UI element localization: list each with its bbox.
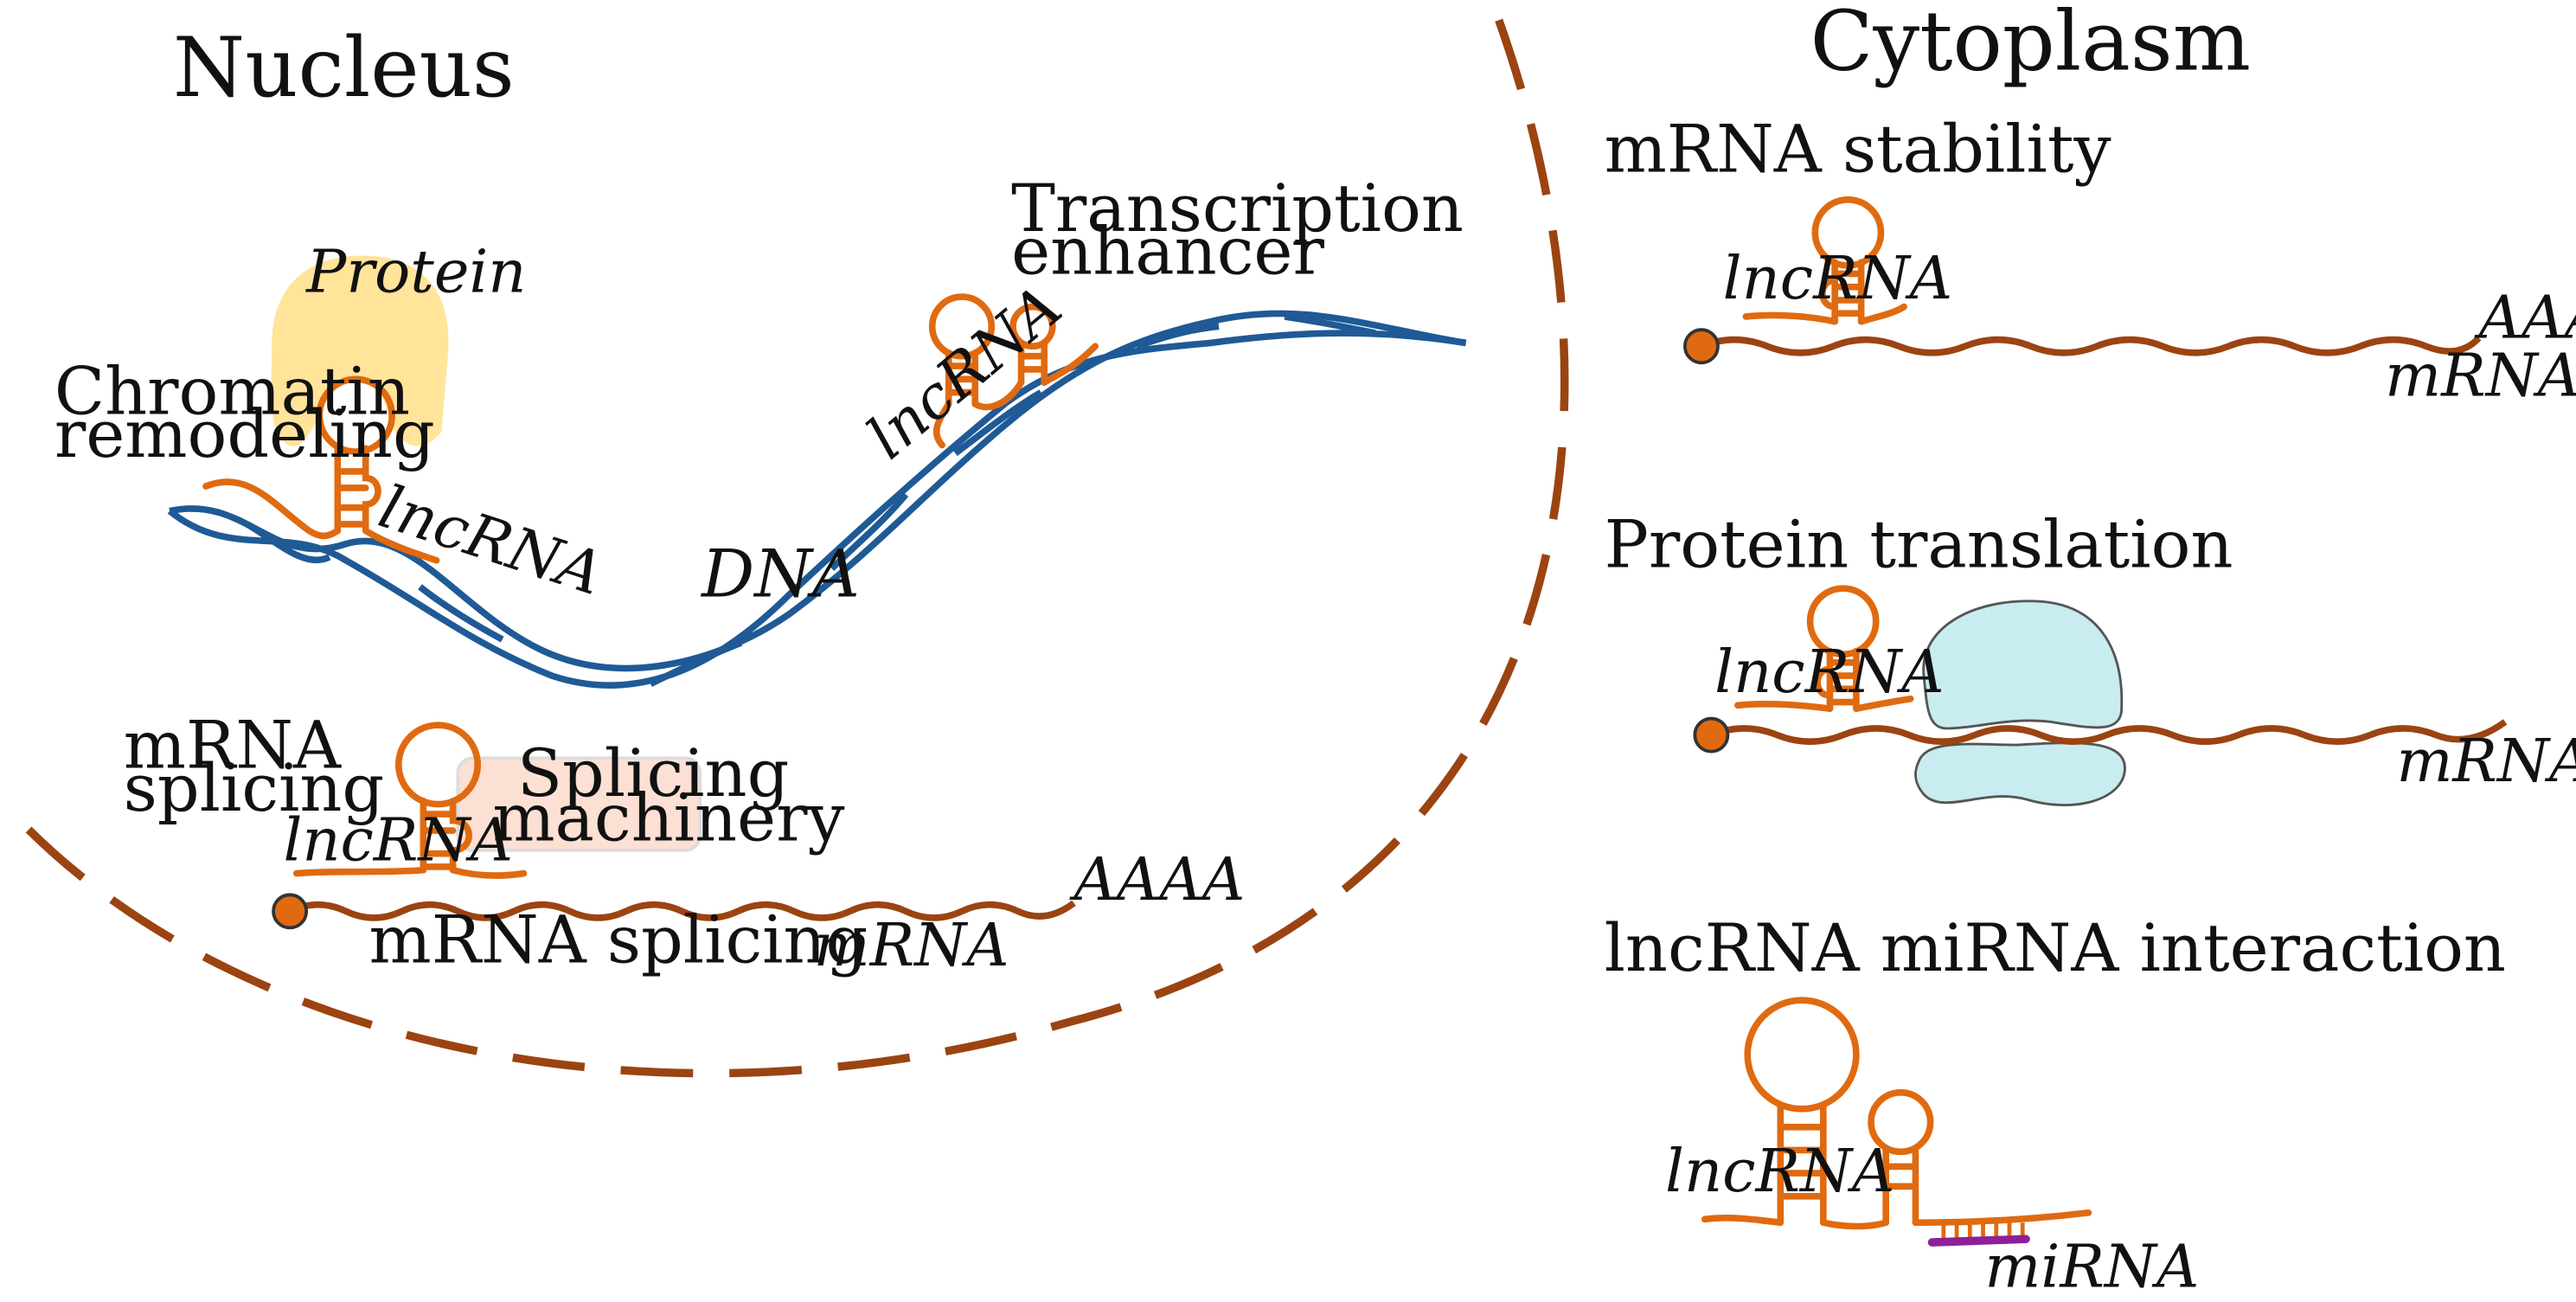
dna-label: DNA (700, 536, 860, 613)
dna-double-helix (167, 310, 1467, 689)
mirna-label: miRNA (1984, 1232, 2199, 1301)
splicing-machinery-line2: machinery (492, 779, 844, 856)
translation-lncrna-label: lncRNA (1714, 638, 1945, 707)
stability-title: mRNA stability (1605, 110, 2111, 187)
ribosome-large-subunit (1922, 600, 2124, 730)
splicing-machinery-line1: Splicing (517, 734, 789, 811)
splicing-lncrna-hairpin (292, 722, 528, 879)
chromatin-lncrna-label: lncRNA (371, 472, 611, 609)
translation-mrna-label: mRNA (2396, 727, 2576, 796)
chromatin-lncrna-hairpin (202, 375, 440, 564)
mirna-interaction-title: lncRNA miRNA interaction (1605, 909, 2506, 986)
mirna-lncrna-hairpins (1701, 997, 2092, 1230)
protein-blob (271, 255, 449, 446)
translation-mrna-strand (1709, 719, 2508, 745)
enhancer-label-line1: Transcription (1011, 170, 1464, 247)
ribosome-small-subunit (1914, 741, 2126, 806)
splicing-label-line1: mRNA (124, 707, 342, 784)
splicing-polya-label: AAAA (1068, 845, 1245, 914)
mirna-base-pairing (1941, 1222, 2025, 1240)
stability-polya-label: AAAA (2474, 284, 2576, 353)
enhancer-label-line2: enhancer (1011, 212, 1324, 289)
stability-cap-icon (1682, 328, 1720, 365)
stability-lncrna-label: lncRNA (1723, 244, 1952, 313)
chromatin-label-line1: Chromatin (54, 352, 410, 429)
splicing-under-label: mRNA splicing (369, 901, 868, 978)
enhancer-lncrna-hairpins (928, 293, 1099, 449)
chromatin-label-line2: remodeling (54, 395, 435, 472)
splicing-lncrna-label: lncRNA (284, 805, 514, 875)
stability-mrna-label: mRNA (2385, 341, 2576, 410)
nuclear-membrane (16, 18, 1569, 1078)
translation-lncrna-hairpin (1734, 585, 1914, 712)
splicing-label-line2: splicing (124, 749, 384, 826)
splicing-cap-icon (272, 893, 309, 930)
nucleus-title: Nucleus (173, 21, 515, 116)
protein-label: Protein (304, 237, 526, 306)
splicing-mrna-label: mRNA (814, 911, 1009, 980)
splicing-machinery-box (456, 756, 702, 852)
translation-title: Protein translation (1605, 505, 2233, 582)
stability-lncrna-hairpin (1742, 196, 1907, 325)
translation-cap-icon (1693, 716, 1730, 754)
cytoplasm-title: Cytoplasm (1810, 0, 2251, 89)
mirna-lncrna-label: lncRNA (1665, 1137, 1895, 1206)
stability-mrna-strand (1700, 336, 2482, 356)
mirna-strand (1927, 1235, 2030, 1247)
splicing-mrna-strand (288, 900, 1076, 921)
